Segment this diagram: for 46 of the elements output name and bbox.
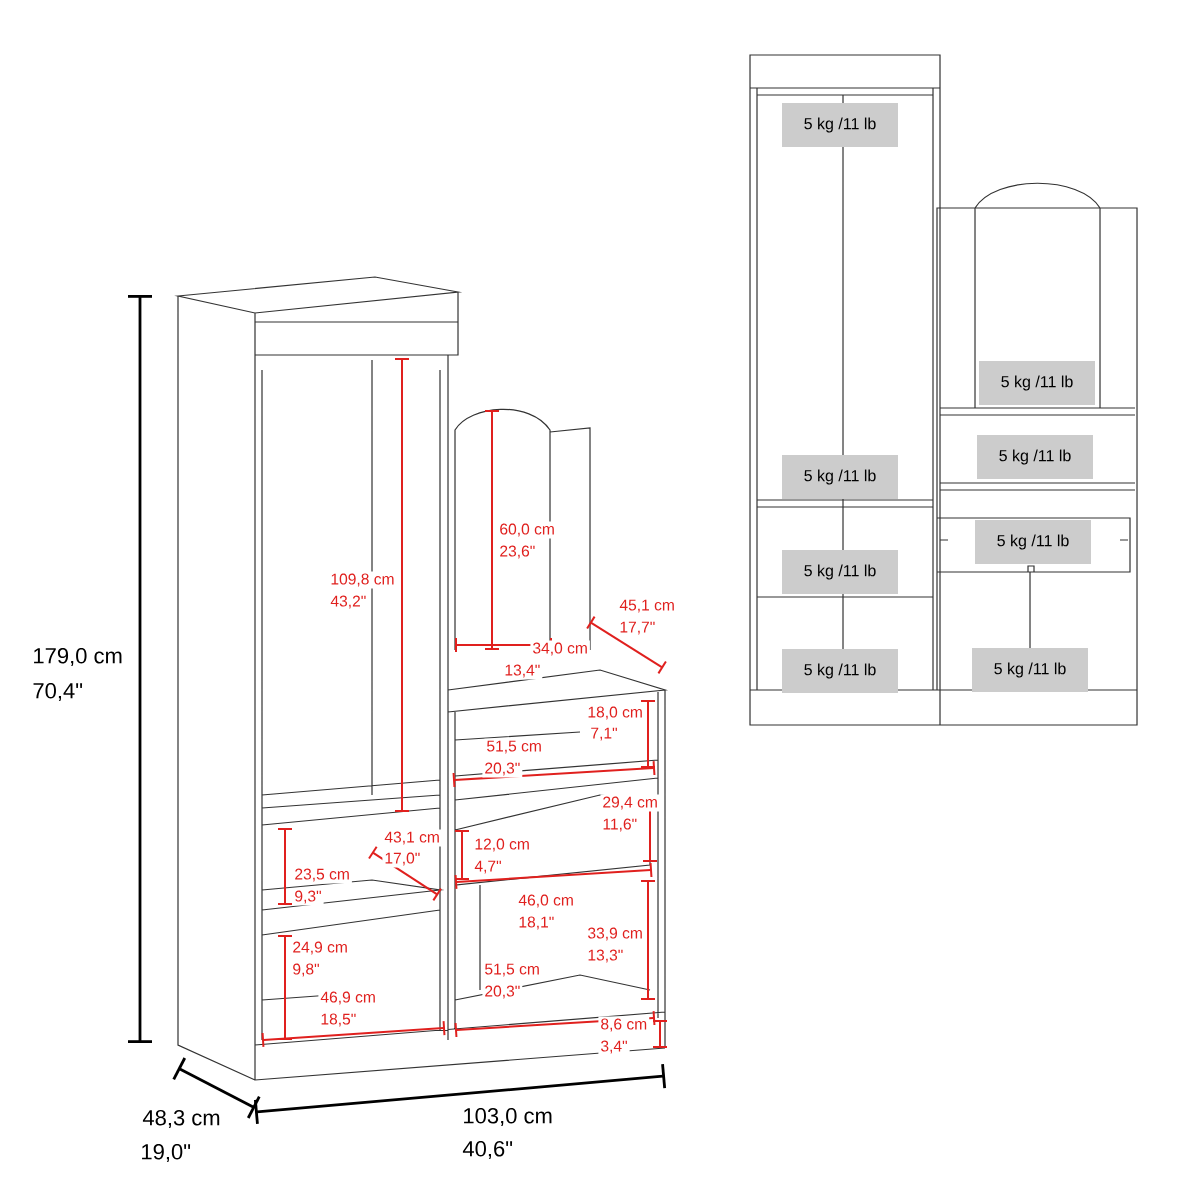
dimension-label: 19,0" bbox=[138, 1141, 194, 1165]
dimension-label: 48,3 cm bbox=[140, 1107, 223, 1131]
dimension-label: 23,5 cm bbox=[292, 866, 352, 884]
dimension-label: 23,6" bbox=[497, 543, 538, 561]
dimension-label: 70,4" bbox=[30, 680, 86, 704]
load-label-box: 5 kg /11 lb bbox=[975, 520, 1091, 564]
dimension-label: 45,1 cm bbox=[617, 597, 677, 615]
load-label-box: 5 kg /11 lb bbox=[782, 455, 898, 499]
dimension-label: 20,3" bbox=[482, 760, 523, 778]
load-label-box: 5 kg /11 lb bbox=[979, 361, 1095, 405]
load-label-box: 5 kg /11 lb bbox=[782, 550, 898, 594]
dimension-label: 18,1" bbox=[516, 914, 557, 932]
dimension-label: 60,0 cm bbox=[497, 521, 557, 539]
dimension-label: 20,3" bbox=[482, 983, 523, 1001]
dimension-label: 11,6" bbox=[600, 816, 640, 834]
dimension-label: 4,7" bbox=[472, 858, 504, 876]
dimension-label: 24,9 cm bbox=[290, 939, 350, 957]
dimension-label: 40,6" bbox=[460, 1138, 516, 1162]
dimension-label: 12,0 cm bbox=[472, 836, 532, 854]
dimension-label: 3,4" bbox=[598, 1038, 630, 1056]
dimension-label: 34,0 cm bbox=[530, 640, 590, 658]
dimension-label: 13,3" bbox=[585, 947, 626, 965]
load-label-box: 5 kg /11 lb bbox=[782, 103, 898, 147]
dimension-label: 17,7" bbox=[617, 619, 658, 637]
dimension-label: 33,9 cm bbox=[585, 925, 645, 943]
load-label-box: 5 kg /11 lb bbox=[782, 649, 898, 693]
dimension-label: 13,4" bbox=[502, 662, 543, 680]
dimension-label: 17,0" bbox=[382, 850, 423, 868]
dimension-label: 179,0 cm bbox=[30, 645, 125, 669]
dimension-label: 8,6 cm bbox=[598, 1016, 650, 1034]
dimension-label: 18,0 cm bbox=[585, 704, 645, 722]
dimension-label: 9,3" bbox=[292, 888, 324, 906]
dimension-label: 43,2" bbox=[328, 593, 369, 611]
dimension-label: 51,5 cm bbox=[482, 961, 542, 979]
dimension-label: 9,8" bbox=[290, 961, 322, 979]
dimension-label: 7,1" bbox=[588, 725, 620, 743]
load-label-box: 5 kg /11 lb bbox=[972, 648, 1088, 692]
dimension-label: 51,5 cm bbox=[484, 738, 544, 756]
dimension-label: 109,8 cm bbox=[328, 571, 397, 589]
dimension-label: 18,5" bbox=[318, 1011, 359, 1029]
dimension-label: 103,0 cm bbox=[460, 1105, 555, 1129]
dimension-label: 46,0 cm bbox=[516, 892, 576, 910]
load-label-box: 5 kg /11 lb bbox=[977, 435, 1093, 479]
dimension-label: 43,1 cm bbox=[382, 829, 442, 847]
dimension-label: 46,9 cm bbox=[318, 989, 378, 1007]
dimension-label: 29,4 cm bbox=[600, 794, 660, 812]
